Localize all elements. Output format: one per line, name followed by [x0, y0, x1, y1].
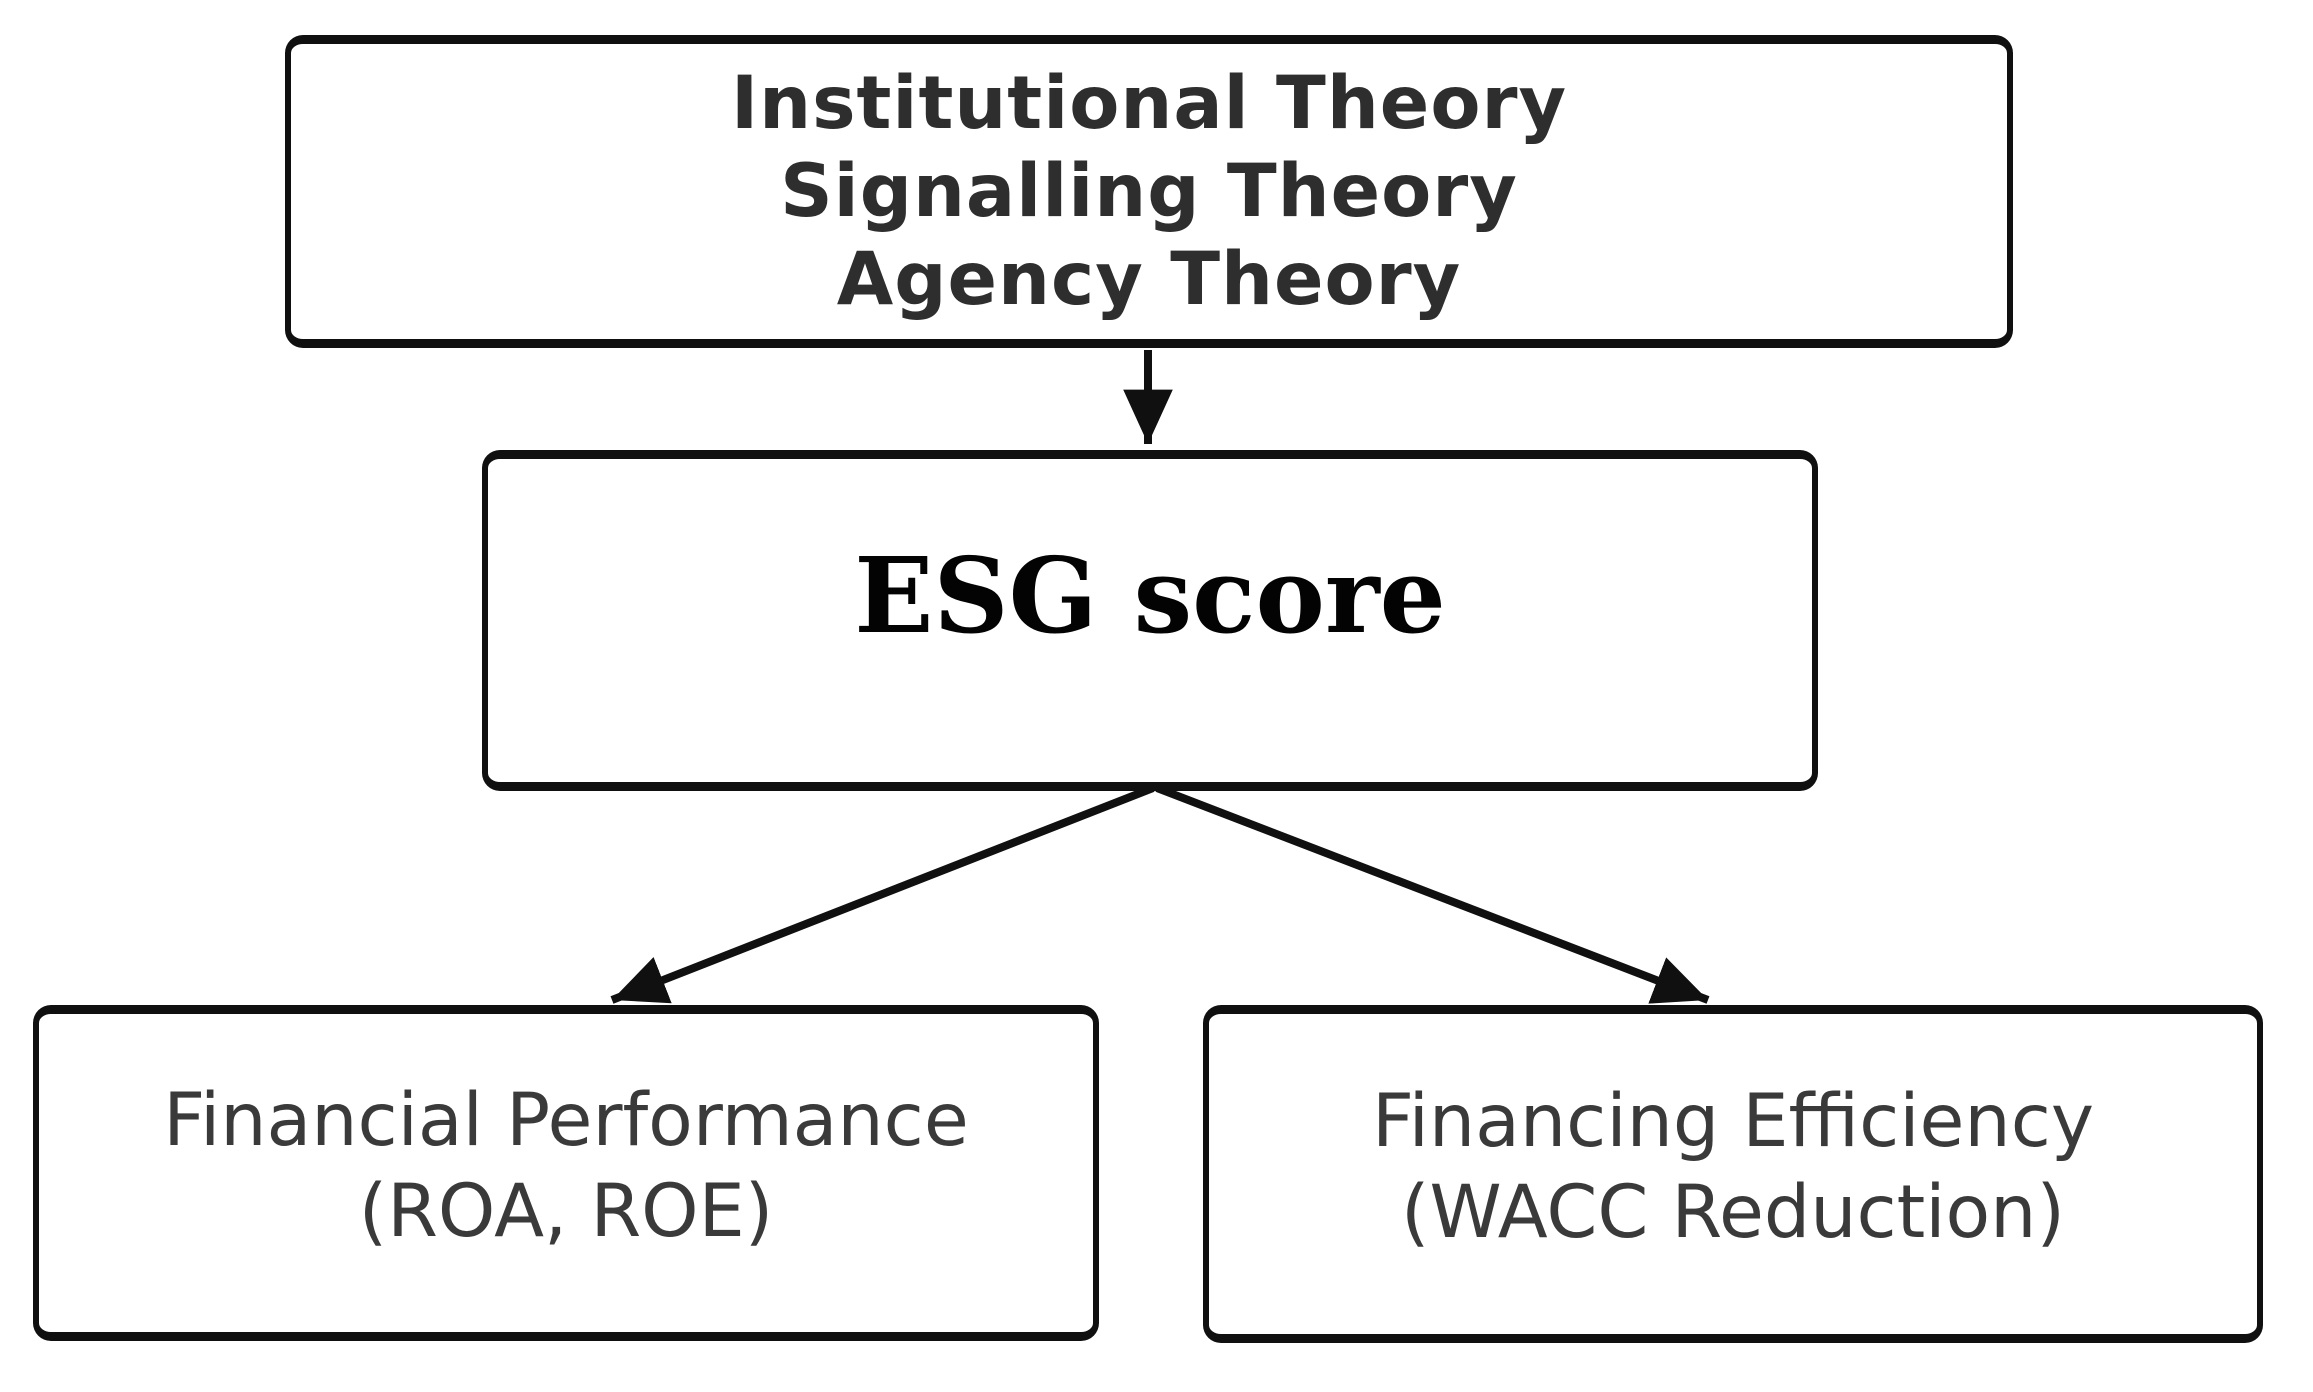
node-financing-efficiency-line-2: (WACC Reduction) [1401, 1170, 2065, 1255]
node-financial-performance: Financial Performance (ROA, ROE) [33, 1005, 1099, 1341]
node-esg-score: ESG score [482, 450, 1818, 791]
node-financial-performance-line-1: Financial Performance [163, 1078, 969, 1163]
arrow-esg-to-financial-performance [610, 784, 1155, 1004]
node-theories: Institutional Theory Signalling Theory A… [285, 35, 2013, 348]
node-financial-performance-line-2: (ROA, ROE) [358, 1169, 774, 1254]
node-esg-score-label: ESG score [854, 534, 1446, 657]
node-theories-line-3: Agency Theory [836, 236, 1462, 322]
arrow-esg-to-financing-efficiency [1155, 784, 1710, 1004]
node-theories-line-1: Institutional Theory [730, 60, 1568, 146]
node-financing-efficiency-line-1: Financing Efficiency [1371, 1079, 2095, 1164]
node-financing-efficiency: Financing Efficiency (WACC Reduction) [1203, 1005, 2263, 1343]
node-theories-line-2: Signalling Theory [780, 148, 1518, 234]
